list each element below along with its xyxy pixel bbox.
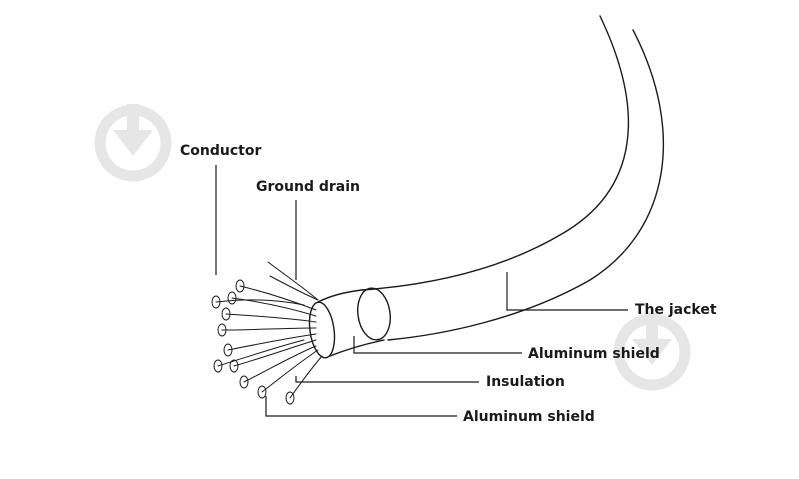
label-aluminum-shield-inner: Aluminum shield xyxy=(463,409,595,425)
watermark-download-icon-right xyxy=(613,313,691,391)
label-conductor: Conductor xyxy=(180,143,262,159)
cable-jacket xyxy=(357,15,665,341)
aluminum-shield-band xyxy=(308,289,385,359)
label-aluminum-shield-outer: Aluminum shield xyxy=(528,346,660,362)
leader-lines xyxy=(215,165,628,417)
label-ground-drain: Ground drain xyxy=(256,179,360,195)
watermark-download-icon-left xyxy=(94,104,172,182)
label-jacket: The jacket xyxy=(635,302,717,318)
conductor-wires xyxy=(211,275,323,405)
ground-drain-wire xyxy=(267,261,319,301)
label-insulation: Insulation xyxy=(486,374,565,390)
